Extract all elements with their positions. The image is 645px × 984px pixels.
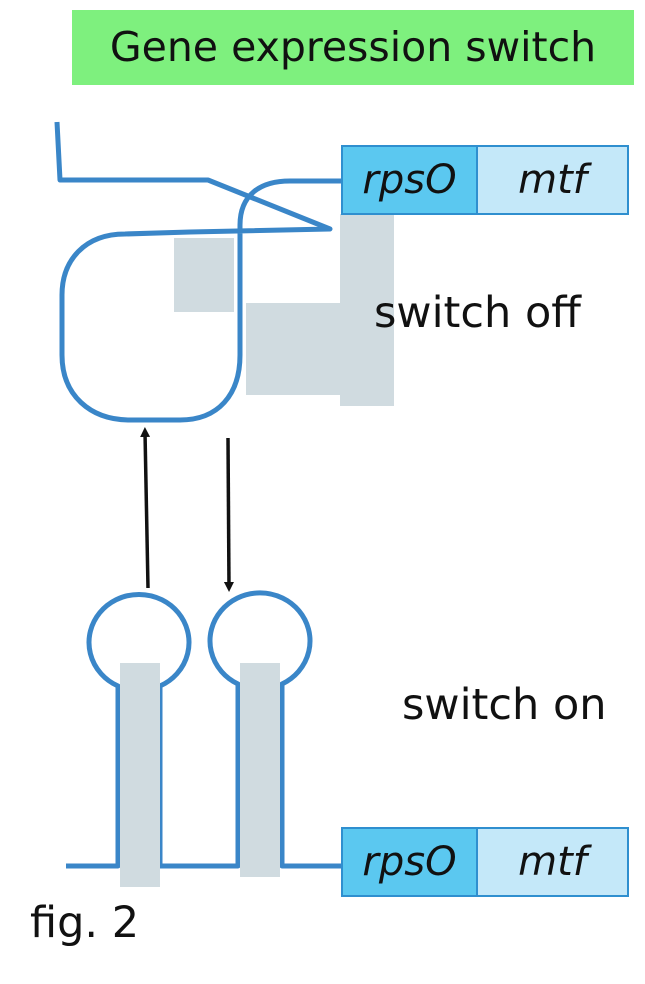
label-switch-on: switch on	[402, 680, 607, 730]
diagram-title: Gene expression switch	[109, 23, 597, 71]
pairing-region-top-small	[174, 238, 234, 312]
arrow-up	[140, 427, 151, 589]
gene-mtf-bottom: mtf	[478, 829, 627, 895]
arrow-down	[223, 437, 234, 592]
pairing-region-hairpin-1	[120, 663, 160, 887]
pairing-region-hairpin-2	[240, 663, 280, 877]
gene-block-bottom: rpsO mtf	[341, 827, 629, 897]
rna-strand-switch-off	[54, 121, 343, 423]
pairing-region-top-horizontal	[246, 303, 394, 395]
gene-mtf-top: mtf	[478, 147, 627, 213]
gene-rpsO-top: rpsO	[343, 147, 478, 213]
label-switch-off: switch off	[374, 288, 581, 338]
title-banner: Gene expression switch	[72, 10, 634, 85]
gene-block-top: rpsO mtf	[341, 145, 629, 215]
rna-strand-switch-on	[66, 590, 343, 869]
figure-label: fig. 2	[30, 898, 140, 948]
gene-rpsO-bottom: rpsO	[343, 829, 478, 895]
